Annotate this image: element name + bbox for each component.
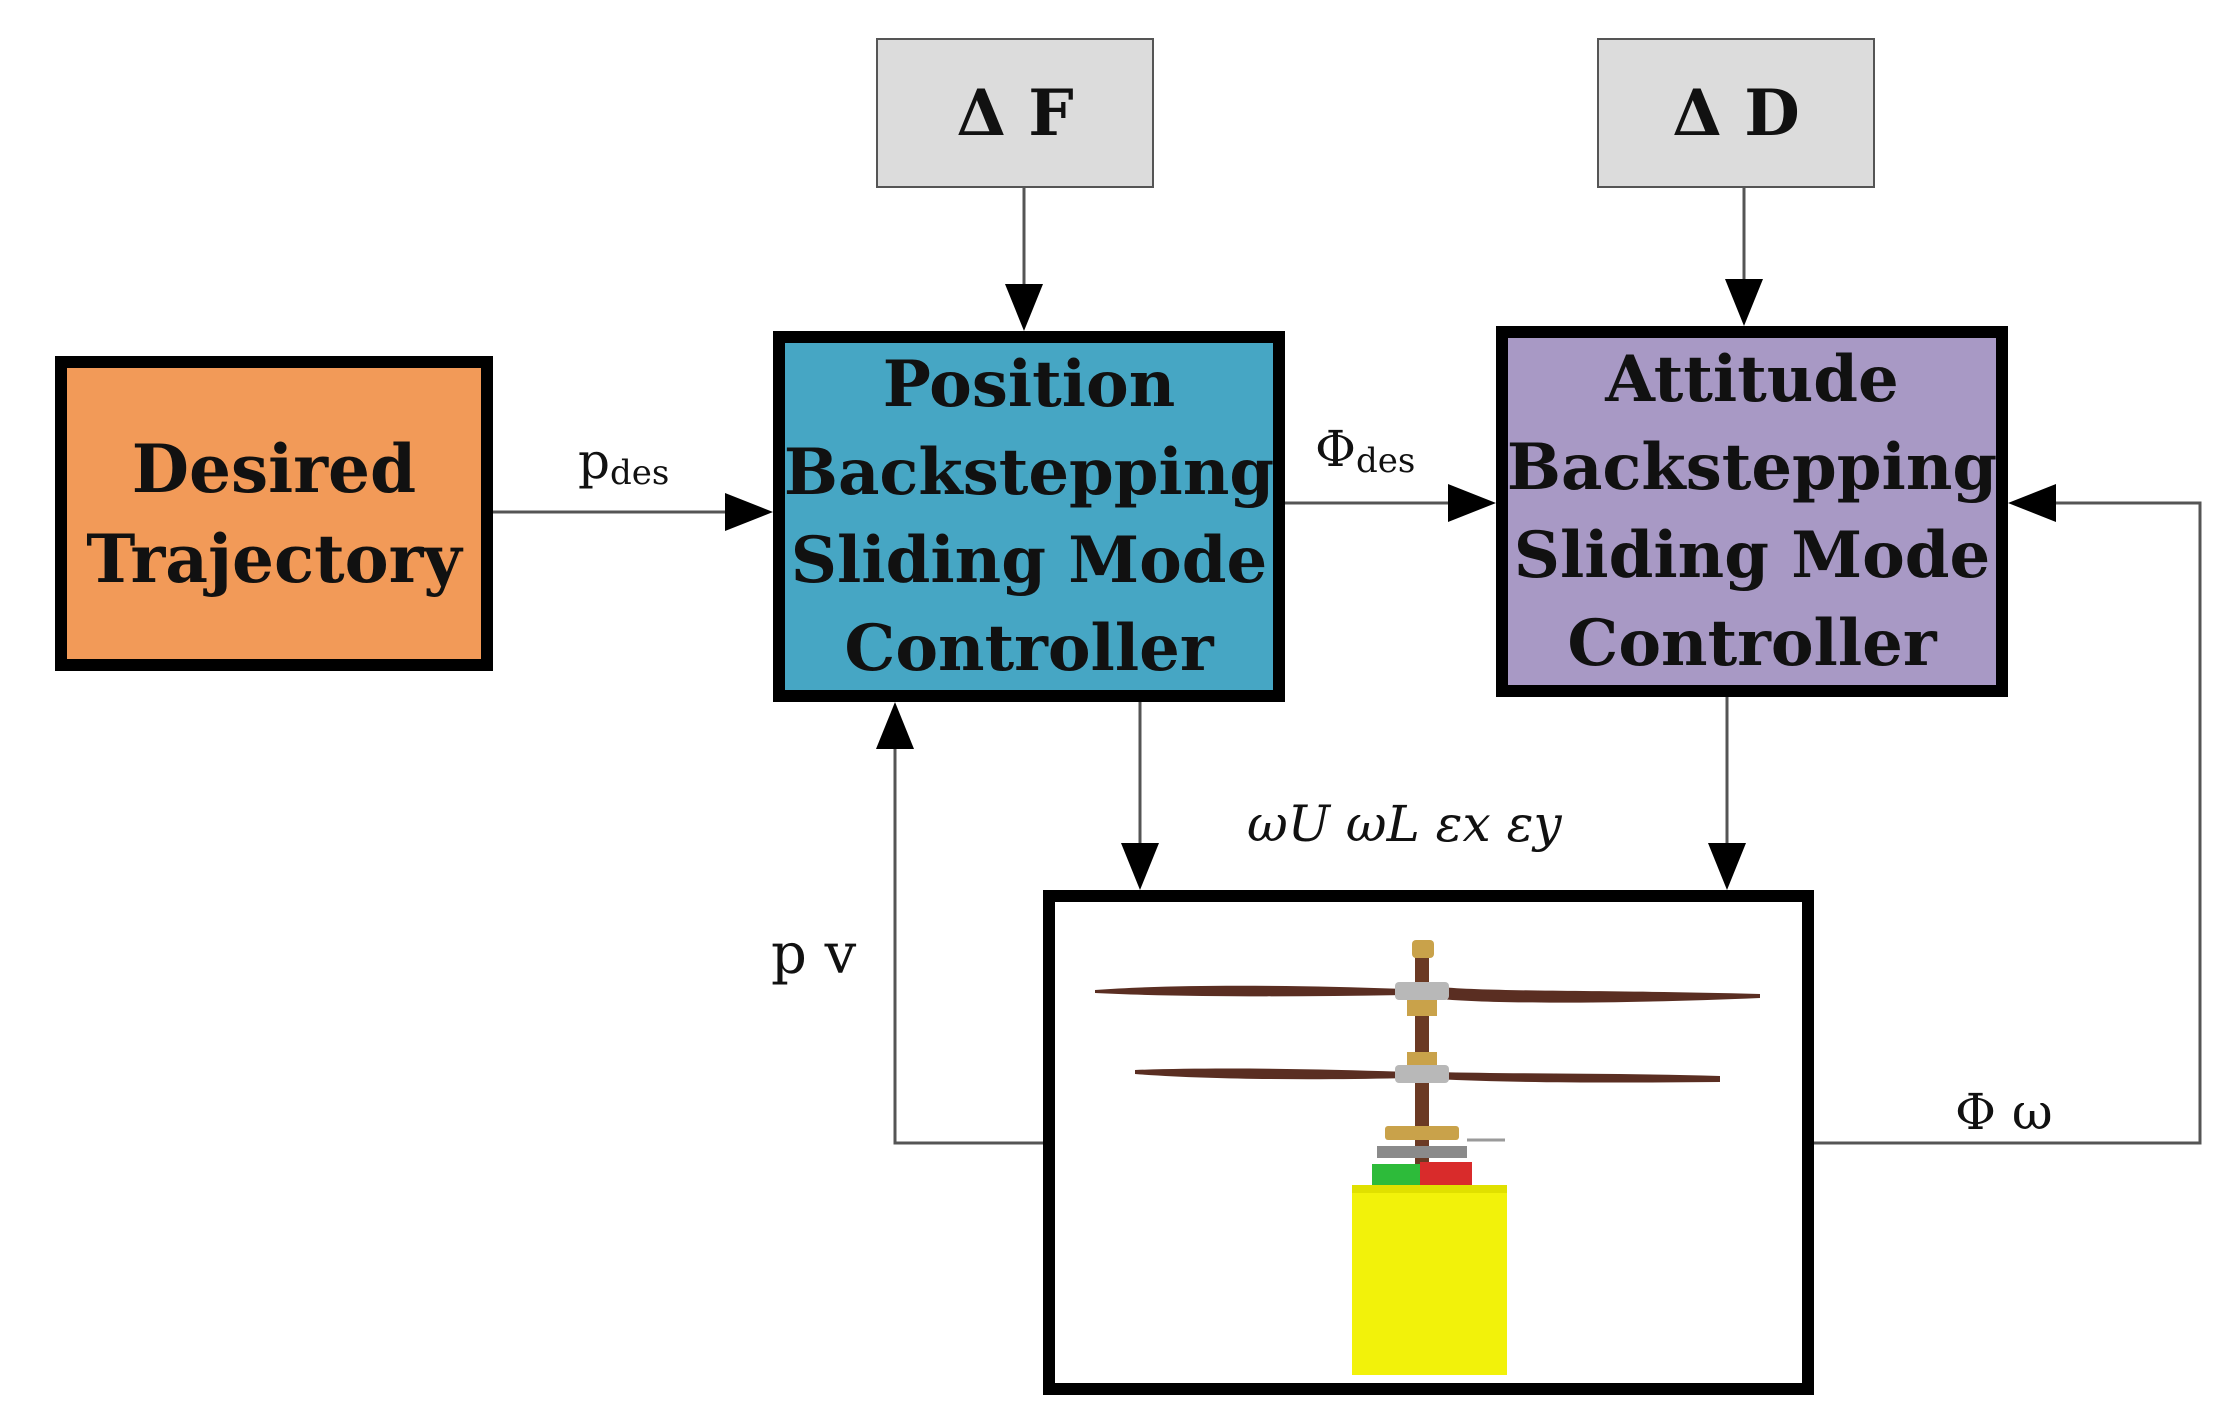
swashplate (1385, 1126, 1459, 1140)
upper-rotor-left-blade (1095, 985, 1405, 997)
arrowhead-pdes (725, 493, 773, 531)
signal-label-pv: p v (771, 922, 857, 987)
arrowhead-phides (1448, 484, 1496, 522)
fuselage-top (1352, 1185, 1507, 1193)
lower-hub-gear (1407, 1052, 1437, 1065)
arrowhead-delta-f (1005, 284, 1043, 331)
arrowhead-pos-to-plant (1121, 843, 1159, 890)
delta-f-label: Δ F (956, 75, 1074, 151)
desired-trajectory-block: Desired Trajectory (55, 356, 493, 671)
helicopter-plant-block (1043, 890, 1814, 1395)
delta-d-disturbance-block: Δ D (1597, 38, 1875, 188)
attitude-controller-label: Attitude Backstepping Sliding Mode Contr… (1506, 341, 1998, 681)
servo-frame (1377, 1146, 1467, 1158)
signal-label-pdes: pdes (578, 432, 670, 493)
signal-label-phides: Φdes (1315, 420, 1416, 481)
lower-rotor-right-blade (1435, 1072, 1720, 1083)
desired-trajectory-label: Desired Trajectory (86, 429, 462, 598)
position-controller-label: Position Backstepping Sliding Mode Contr… (783, 346, 1275, 686)
coaxial-helicopter-icon (1095, 940, 1760, 1375)
delta-f-disturbance-block: Δ F (876, 38, 1154, 188)
battery-red (1420, 1162, 1472, 1188)
arrowhead-att-to-plant (1708, 843, 1746, 890)
wire-feedback-phiomega (1814, 501, 2202, 1145)
battery-green (1372, 1164, 1420, 1188)
upper-rotor-right-blade (1440, 987, 1760, 1003)
attitude-controller-block: Attitude Backstepping Sliding Mode Contr… (1496, 326, 2008, 697)
lower-rotor-left-blade (1135, 1068, 1407, 1080)
arrowhead-feedback-pv (876, 702, 914, 749)
upper-hub (1395, 982, 1449, 1000)
fuselage-body (1352, 1185, 1507, 1375)
arrowhead-feedback-phiomega (2008, 484, 2056, 522)
arrowhead-delta-d (1725, 279, 1763, 326)
wire-feedback-pv (893, 745, 1043, 1145)
lower-hub (1395, 1065, 1449, 1083)
signal-label-omega-epsilon: ωU ωL εx εy (1247, 795, 1562, 853)
delta-d-label: Δ D (1672, 75, 1800, 151)
top-cap (1412, 940, 1434, 958)
position-controller-block: Position Backstepping Sliding Mode Contr… (773, 331, 1285, 702)
upper-hub-gear (1407, 1000, 1437, 1016)
signal-label-phi-omega: Φ ω (1955, 1083, 2053, 1141)
